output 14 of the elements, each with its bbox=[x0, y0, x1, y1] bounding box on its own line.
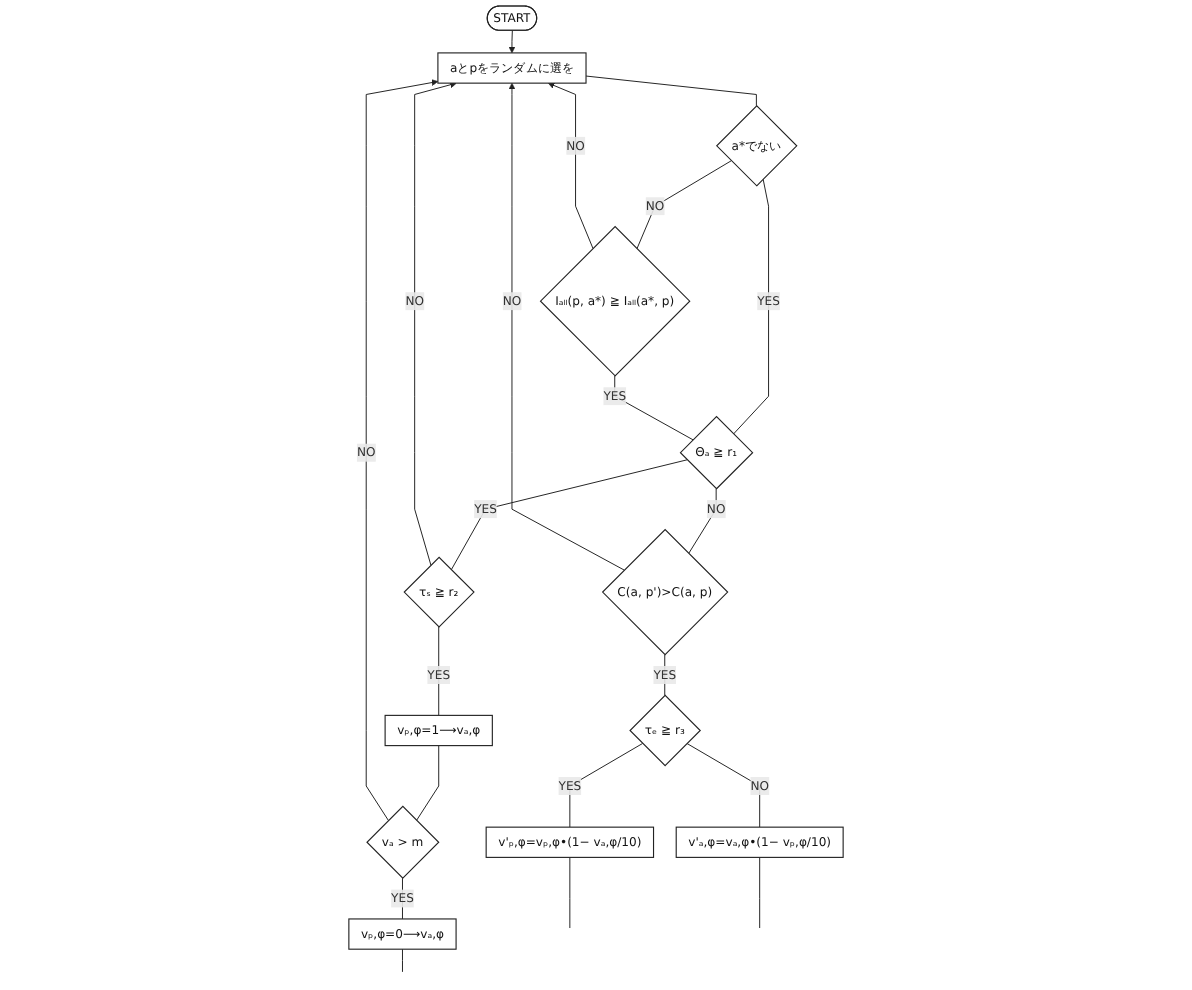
connector bbox=[759, 856, 761, 929]
connector bbox=[636, 160, 732, 250]
connector bbox=[733, 178, 770, 435]
connector bbox=[402, 877, 403, 920]
connector bbox=[402, 948, 403, 973]
connector bbox=[585, 75, 757, 107]
connector bbox=[569, 856, 571, 929]
connector bbox=[416, 745, 440, 821]
connector bbox=[569, 742, 644, 828]
connector bbox=[450, 459, 688, 571]
connector bbox=[664, 654, 666, 696]
connector bbox=[614, 375, 694, 441]
connector bbox=[438, 626, 440, 716]
connector bbox=[686, 742, 761, 828]
